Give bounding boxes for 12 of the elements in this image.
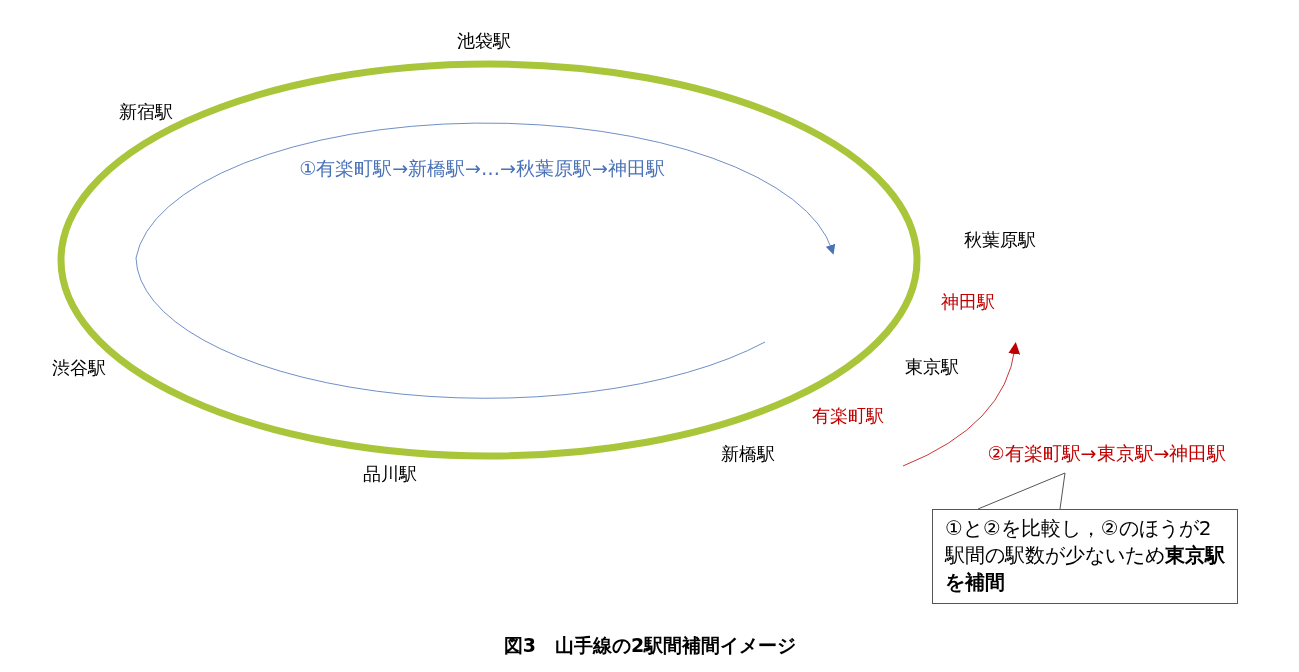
station-label: 新宿駅 [119, 101, 173, 123]
station-label: 秋葉原駅 [964, 229, 1036, 251]
route-text: ②有楽町駅→東京駅→神田駅 [987, 442, 1227, 464]
station-label: 品川駅 [363, 463, 417, 485]
station-label: 池袋駅 [457, 30, 511, 52]
station-label: 東京駅 [905, 356, 959, 378]
station-label: 神田駅 [941, 291, 995, 313]
station-label: 新橋駅 [721, 443, 775, 465]
station-label: 渋谷駅 [52, 357, 106, 379]
station-label: 有楽町駅 [812, 405, 884, 427]
route-text: ①有楽町駅→新橋駅→…→秋葉原駅→神田駅 [299, 157, 665, 179]
caption: 図3 山手線の2駅間補間イメージ [503, 634, 797, 656]
